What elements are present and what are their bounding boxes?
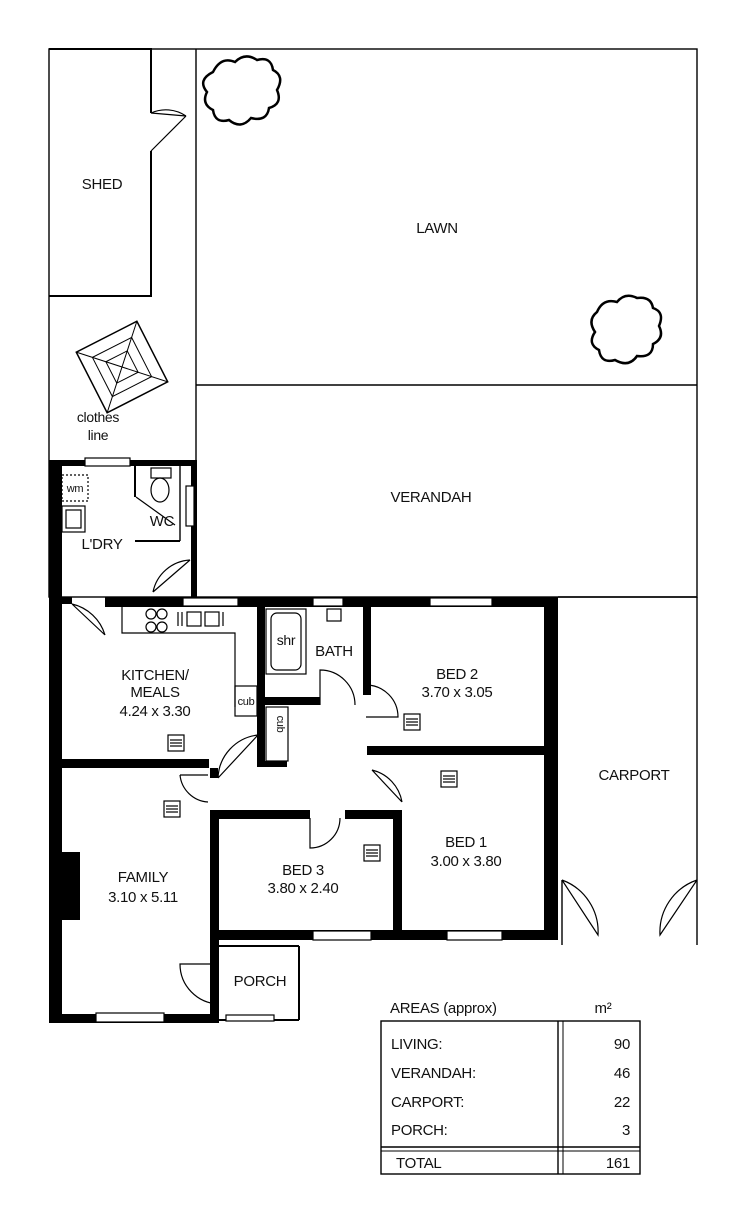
bed1-label: BED 1	[445, 834, 487, 851]
areas-table: AREAS (approx) m² LIVING: 90 VERANDAH: 4…	[380, 1000, 641, 1175]
areas-row-value: 3	[622, 1122, 630, 1139]
fixtures	[61, 467, 342, 762]
clothes-line-icon	[75, 320, 169, 414]
door-swings	[71, 496, 698, 1005]
wc-label: WC	[150, 513, 175, 530]
tree-icon	[590, 294, 663, 365]
bed2-label: BED 2	[436, 666, 478, 683]
bath-label: BATH	[315, 643, 353, 660]
areas-unit: m²	[595, 1000, 612, 1017]
areas-row-value: 90	[614, 1036, 630, 1053]
vent-icons	[163, 713, 458, 862]
shed-label: SHED	[82, 176, 123, 193]
clothes-line-label: clothes	[77, 409, 120, 425]
bed1-size: 3.00 x 3.80	[431, 853, 502, 870]
cub-label: cub	[238, 696, 255, 708]
room-labels: SHED LAWN clothes line VERANDAH wm WC L'…	[66, 176, 670, 990]
laundry-label: L'DRY	[81, 536, 122, 553]
areas-row-label: PORCH:	[391, 1122, 448, 1139]
areas-row-label: LIVING:	[391, 1036, 442, 1053]
shower-label: shr	[277, 632, 296, 648]
cub-label-2: cub	[274, 716, 286, 733]
bed2-size: 3.70 x 3.05	[422, 684, 493, 701]
kitchen-label: KITCHEN/	[121, 667, 190, 684]
shed	[49, 48, 187, 297]
porch-label: PORCH	[234, 973, 287, 990]
areas-row-label: VERANDAH:	[391, 1065, 476, 1082]
kitchen-label-2: MEALS	[130, 684, 180, 701]
areas-total-value: 161	[606, 1155, 630, 1172]
kitchen-size: 4.24 x 3.30	[120, 703, 191, 720]
verandah-label: VERANDAH	[391, 489, 472, 506]
lawn-label: LAWN	[416, 220, 458, 237]
areas-total-label: TOTAL	[396, 1155, 441, 1172]
bed3-label: BED 3	[282, 862, 324, 879]
areas-title: AREAS (approx)	[390, 1000, 497, 1017]
carport-label: CARPORT	[599, 767, 670, 784]
areas-row-value: 46	[614, 1065, 630, 1082]
family-label: FAMILY	[118, 869, 169, 886]
wm-label: wm	[66, 483, 84, 495]
tree-icon	[201, 55, 282, 126]
areas-row-value: 22	[614, 1094, 630, 1111]
bed3-size: 3.80 x 2.40	[268, 880, 339, 897]
family-size: 3.10 x 5.11	[108, 889, 178, 906]
areas-row-label: CARPORT:	[391, 1094, 464, 1111]
clothes-line-label-2: line	[88, 427, 109, 443]
windows	[84, 457, 503, 1023]
